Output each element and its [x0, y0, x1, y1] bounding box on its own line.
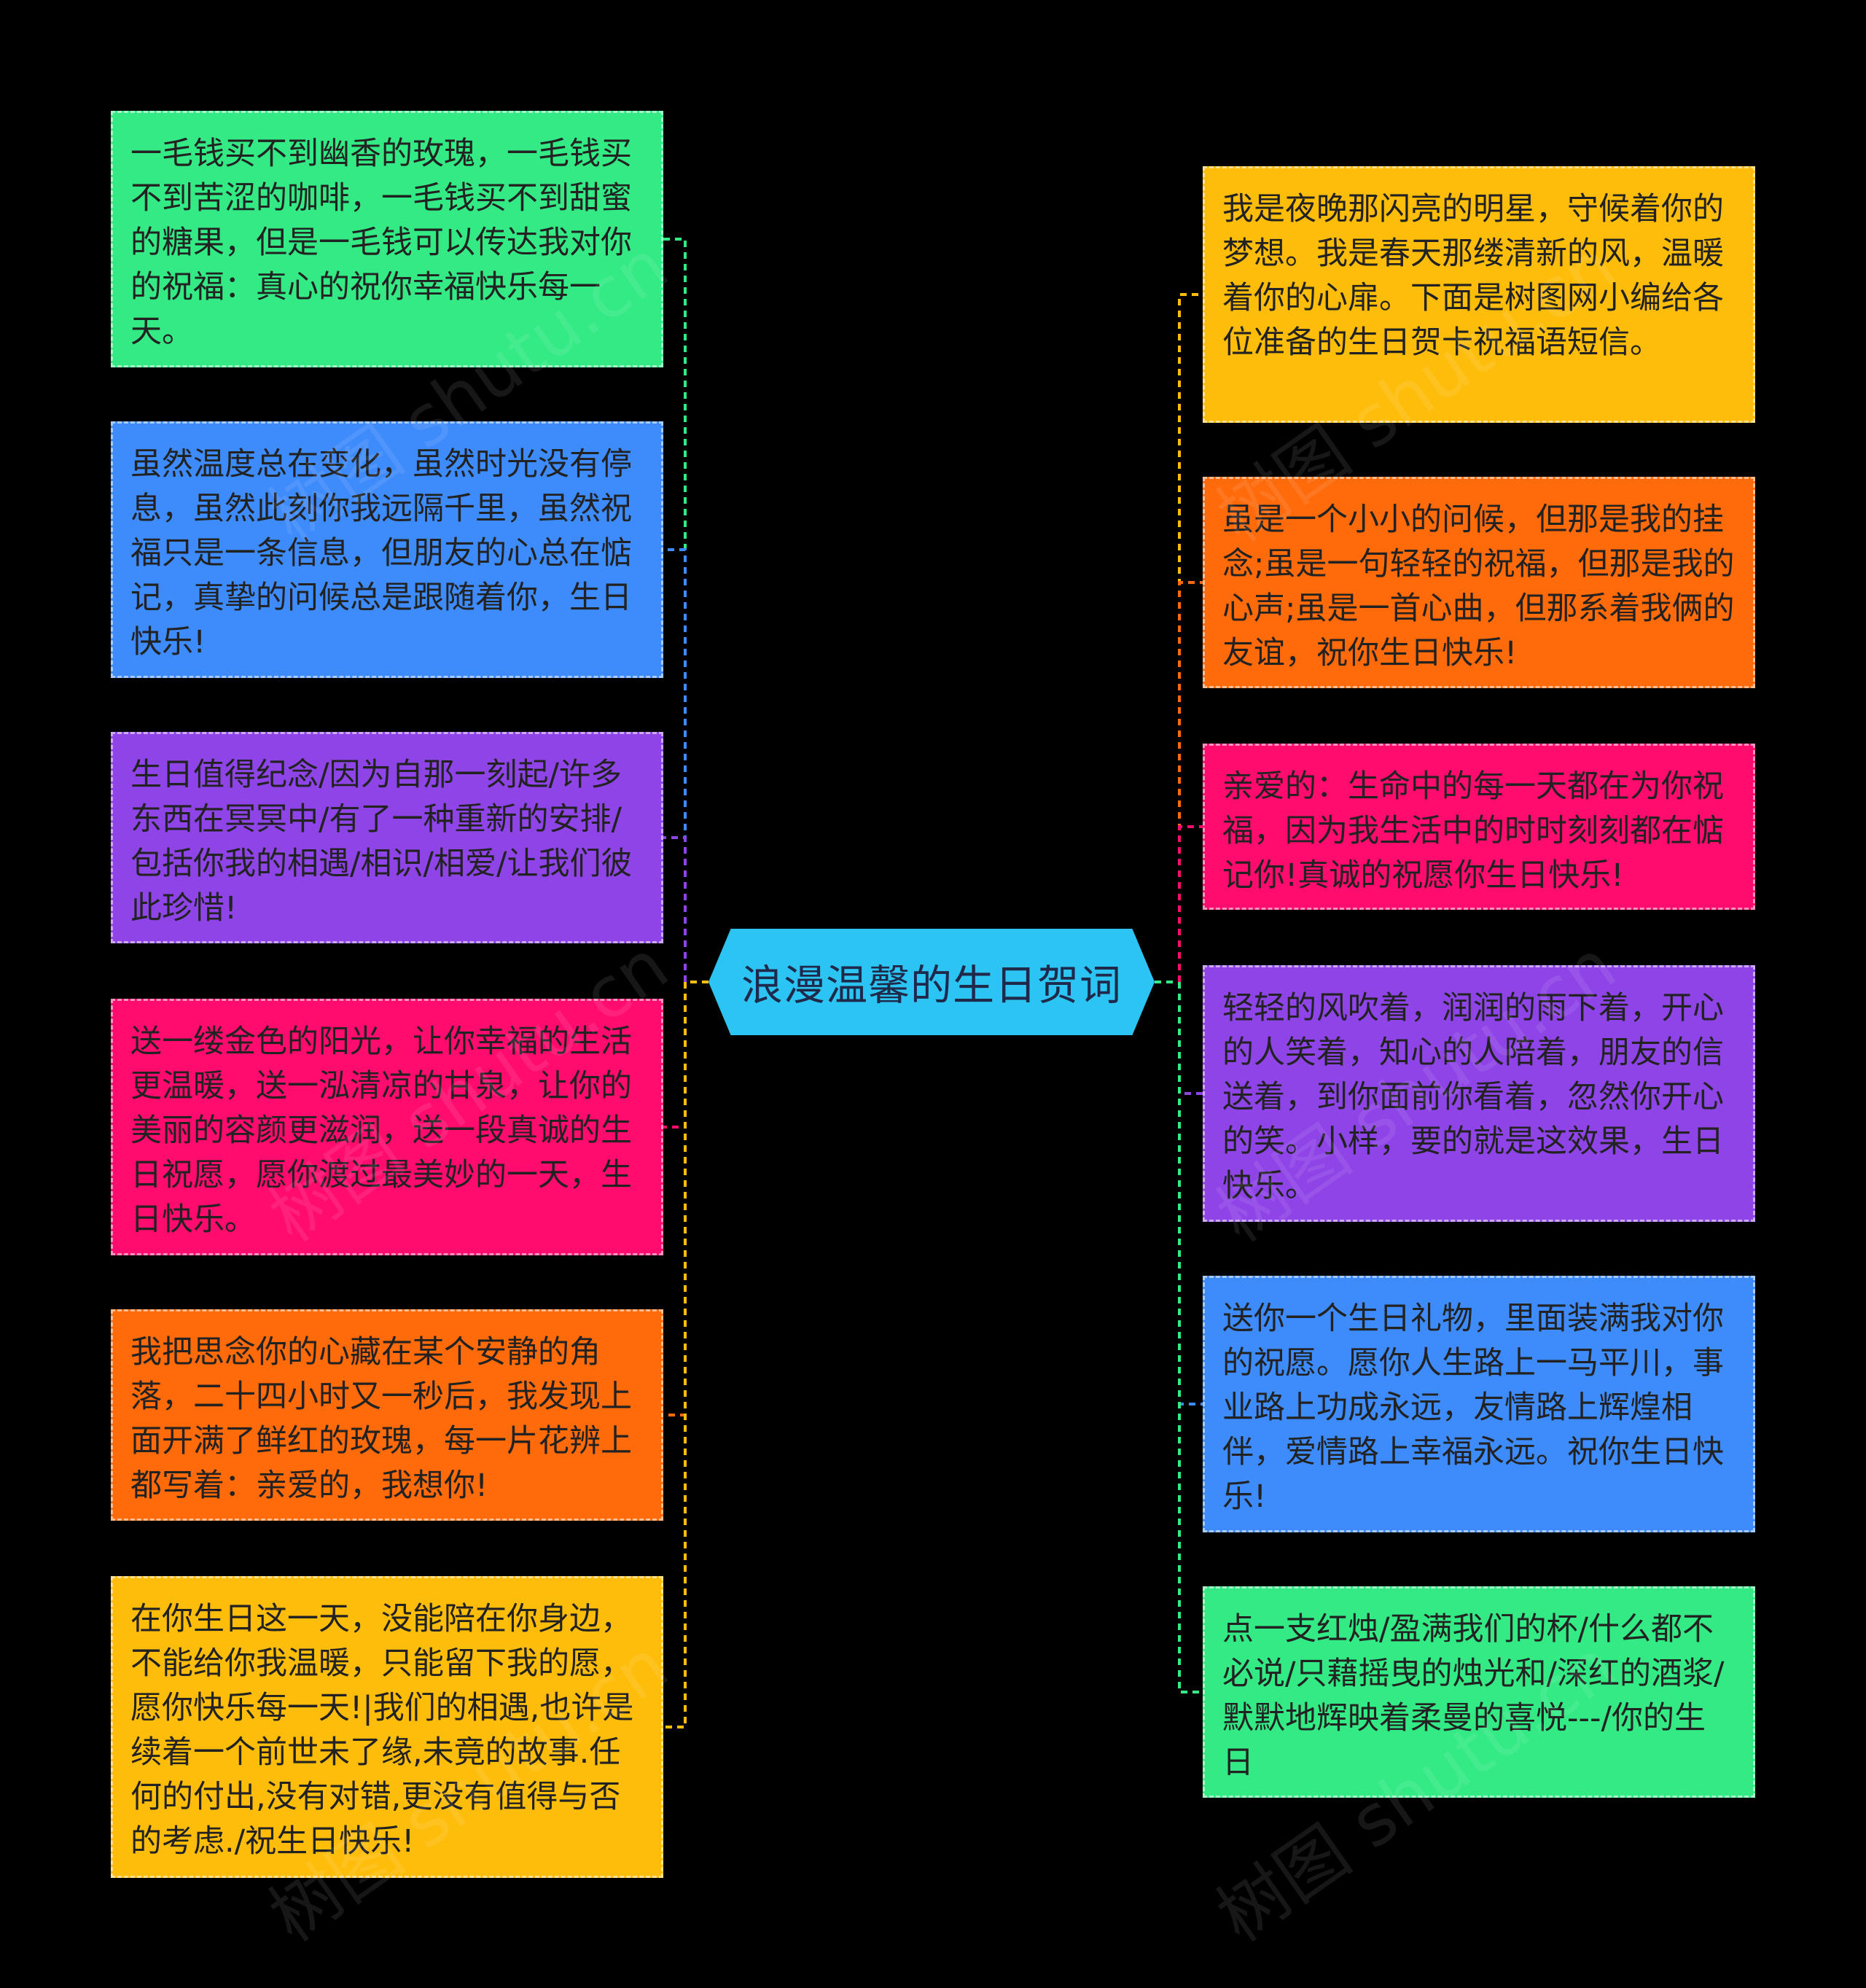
node-text: 轻轻的风吹着，润润的雨下着，开心的人笑着，知心的人陪着，朋友的信送着，到你面前你…	[1222, 990, 1724, 1204]
node-text: 虽是一个小小的问候，但那是我的挂念;虽是一句轻轻的祝福，但那是我的心声;虽是一首…	[1222, 502, 1735, 671]
node-text: 生日值得纪念/因为自那一刻起/许多东西在冥冥中/有了一种重新的安排/包括你我的相…	[130, 757, 633, 927]
branch-line-right-2	[1178, 581, 1203, 982]
branch-line-left-6	[663, 982, 687, 1728]
node-text: 虽然温度总在变化，虽然时光没有停息，虽然此刻你我远隔千里，虽然祝福只是一条信息，…	[130, 446, 632, 660]
left-node-1[interactable]: 一毛钱买不到幽香的玫瑰，一毛钱买不到苦涩的咖啡，一毛钱买不到甜蜜的糖果，但是一毛…	[111, 111, 663, 367]
right-node-4[interactable]: 轻轻的风吹着，润润的雨下着，开心的人笑着，知心的人陪着，朋友的信送着，到你面前你…	[1203, 965, 1755, 1222]
branch-line-left-2	[663, 548, 687, 982]
node-text: 送你一个生日礼物，里面装满我对你的祝愿。愿你人生路上一马平川，事业路上功成永远，…	[1222, 1301, 1724, 1515]
right-node-6[interactable]: 点一支红烛/盈满我们的杯/什么都不必说/只藉摇曳的烛光和/深红的酒浆/默默地辉映…	[1203, 1586, 1755, 1798]
branch-line-left-1	[663, 238, 687, 982]
left-node-6[interactable]: 在你生日这一天，没能陪在你身边，不能给你我温暖，只能留下我的愿，愿你快乐每一天!…	[111, 1576, 663, 1878]
node-text: 一毛钱买不到幽香的玫瑰，一毛钱买不到苦涩的咖啡，一毛钱买不到甜蜜的糖果，但是一毛…	[130, 136, 632, 350]
branch-line-right-3	[1178, 825, 1203, 982]
node-text: 在你生日这一天，没能陪在你身边，不能给你我温暖，只能留下我的愿，愿你快乐每一天!…	[130, 1601, 634, 1860]
left-node-2[interactable]: 虽然温度总在变化，虽然时光没有停息，虽然此刻你我远隔千里，虽然祝福只是一条信息，…	[111, 421, 663, 678]
left-node-5[interactable]: 我把思念你的心藏在某个安静的角落，二十四小时又一秒后，我发现上面开满了鲜红的玫瑰…	[111, 1309, 663, 1521]
node-text: 我把思念你的心藏在某个安静的角落，二十四小时又一秒后，我发现上面开满了鲜红的玫瑰…	[130, 1334, 632, 1504]
branch-line-left-5	[663, 982, 687, 1416]
branch-line-right-6	[1178, 982, 1203, 1693]
branch-line-right-1	[1178, 293, 1203, 982]
branch-line-left-4	[663, 982, 687, 1129]
branch-line-right-4	[1178, 982, 1203, 1095]
node-text: 我是夜晚那闪亮的明星，守候着你的梦想。我是春天那缕清新的风，温暖着你的心扉。下面…	[1222, 191, 1724, 361]
branch-line-right-5	[1178, 982, 1203, 1406]
right-node-5[interactable]: 送你一个生日礼物，里面装满我对你的祝愿。愿你人生路上一马平川，事业路上功成永远，…	[1203, 1276, 1755, 1532]
node-text: 点一支红烛/盈满我们的杯/什么都不必说/只藉摇曳的烛光和/深红的酒浆/默默地辉映…	[1222, 1611, 1725, 1781]
right-node-2[interactable]: 虽是一个小小的问候，但那是我的挂念;虽是一句轻轻的祝福，但那是我的心声;虽是一首…	[1203, 477, 1755, 688]
left-node-4[interactable]: 送一缕金色的阳光，让你幸福的生活更温暖，送一泓清凉的甘泉，让你的美丽的容颜更滋润…	[111, 999, 663, 1255]
right-node-3[interactable]: 亲爱的：生命中的每一天都在为你祝福，因为我生活中的时时刻刻都在惦记你!真诚的祝愿…	[1203, 744, 1755, 910]
right-node-1[interactable]: 我是夜晚那闪亮的明星，守候着你的梦想。我是春天那缕清新的风，温暖着你的心扉。下面…	[1203, 166, 1755, 423]
center-topic[interactable]: 浪漫温馨的生日贺词	[708, 929, 1155, 1035]
center-topic-label: 浪漫温馨的生日贺词	[741, 962, 1122, 1010]
branch-line-left-3	[663, 836, 687, 982]
node-text: 亲爱的：生命中的每一天都在为你祝福，因为我生活中的时时刻刻都在惦记你!真诚的祝愿…	[1222, 768, 1724, 894]
node-text: 送一缕金色的阳光，让你幸福的生活更温暖，送一泓清凉的甘泉，让你的美丽的容颜更滋润…	[130, 1024, 632, 1238]
left-node-3[interactable]: 生日值得纪念/因为自那一刻起/许多东西在冥冥中/有了一种重新的安排/包括你我的相…	[111, 732, 663, 943]
